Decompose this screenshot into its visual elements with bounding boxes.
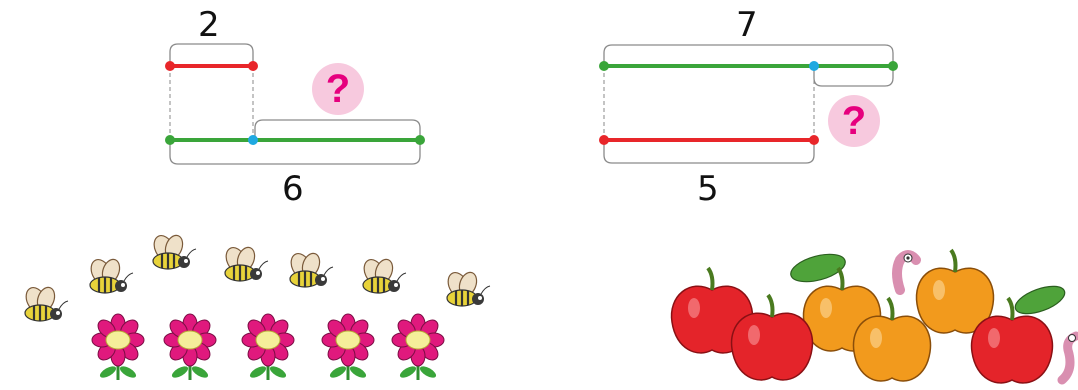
bee-icon — [287, 250, 333, 287]
bee-icon — [22, 284, 68, 321]
bee-icon — [87, 256, 133, 293]
left-split-point — [248, 135, 258, 145]
right-split-point — [809, 61, 819, 71]
left-bottom-brace — [170, 142, 420, 164]
right-top-brace — [604, 45, 893, 66]
flower-icon — [92, 314, 144, 380]
right-green-endpoint — [599, 61, 609, 71]
apple-icon — [916, 250, 993, 333]
left-question-brace — [255, 120, 420, 140]
bees-and-flowers-illustration — [22, 232, 490, 380]
right-question-brace — [814, 68, 893, 86]
left-red-endpoint — [248, 61, 258, 71]
right-red-endpoint — [599, 135, 609, 145]
flower-icon — [392, 314, 444, 380]
worm-icon — [897, 254, 916, 290]
flower-icon — [242, 314, 294, 380]
bee-icon — [444, 269, 490, 306]
leaf-icon — [1012, 281, 1068, 319]
apples-illustration — [672, 249, 1076, 383]
right-green-endpoint — [888, 61, 898, 71]
bee-icon — [222, 244, 268, 281]
worm-icon — [1062, 335, 1076, 381]
flower-icon — [164, 314, 216, 380]
right-bottom-brace — [604, 142, 814, 163]
bee-icon — [360, 256, 406, 293]
left-segment-diagram — [165, 44, 425, 164]
left-top-brace — [170, 44, 253, 66]
left-green-endpoint — [415, 135, 425, 145]
right-segment-diagram — [599, 45, 898, 163]
left-red-endpoint — [165, 61, 175, 71]
bee-icon — [150, 232, 196, 269]
right-red-endpoint — [809, 135, 819, 145]
flower-icon — [322, 314, 374, 380]
left-green-endpoint — [165, 135, 175, 145]
